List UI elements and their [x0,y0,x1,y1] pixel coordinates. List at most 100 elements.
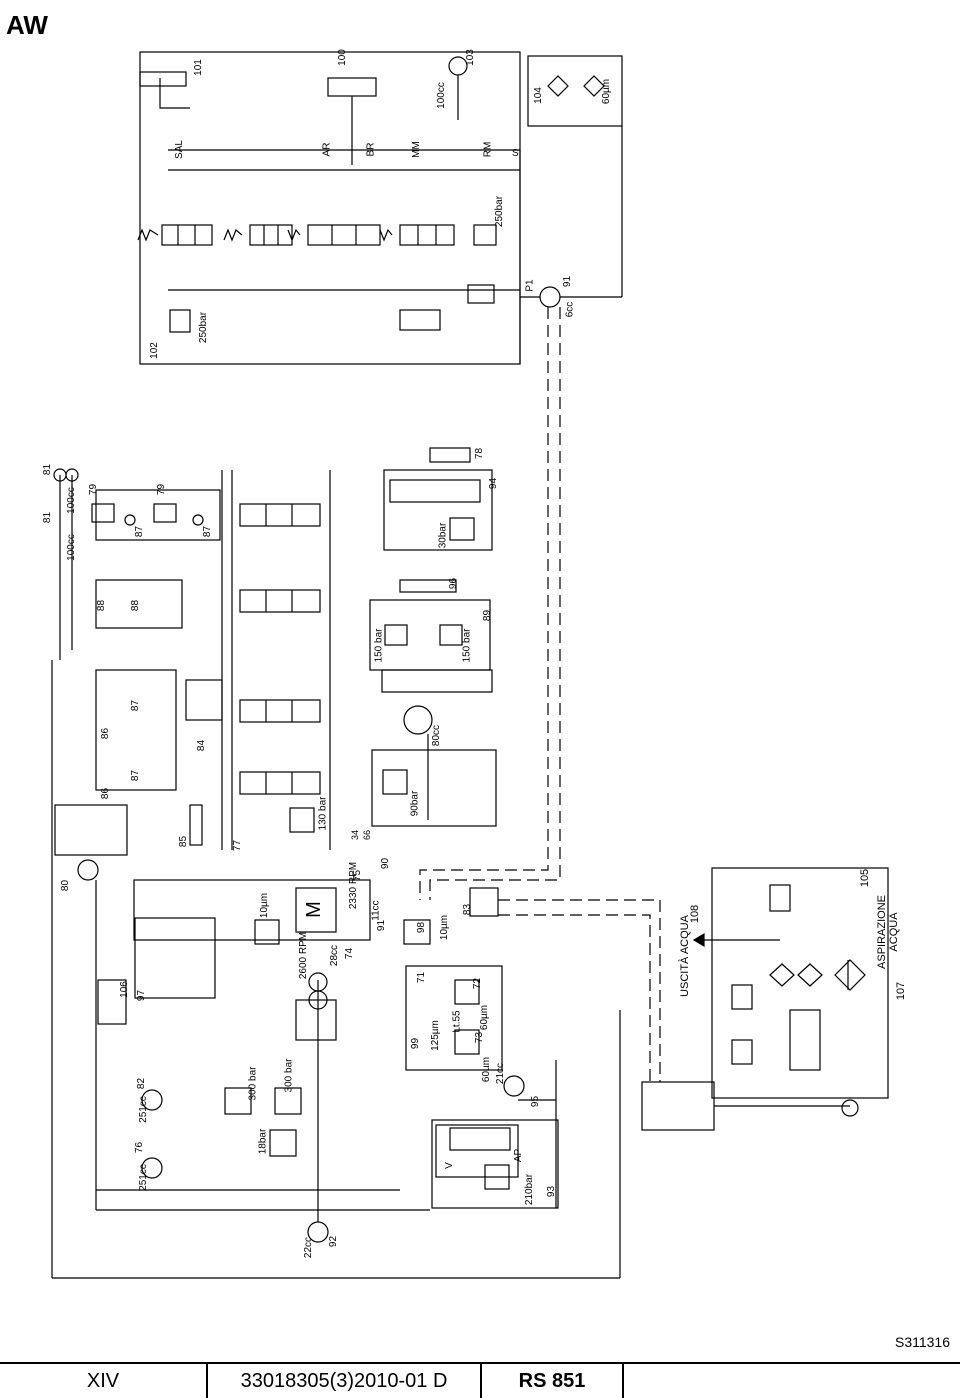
label-79-b: 79 [156,483,168,496]
label-10um-b: 10µm [259,892,271,919]
label-150bar-b: 150 bar [461,628,473,663]
label-90bar: 90bar [409,790,421,817]
label-71: 71 [416,971,428,984]
hydraulic-circuit [51,51,889,1279]
label-100cc-b: 100cc [65,534,77,561]
label-ap: AP [513,1148,525,1163]
relief-18bar [269,1129,297,1157]
label-22cc: 22cc [303,1236,315,1259]
label-87-d: 87 [130,769,142,782]
label-97: 97 [136,989,148,1002]
label-96: 96 [448,577,460,590]
water-frame [711,867,889,1099]
filter-box-104 [527,55,623,127]
block-106 [97,979,127,1025]
valve-mm [399,224,455,246]
label-87-c: 87 [130,699,142,712]
label-v: V [443,1162,455,1169]
label-210bar: 210bar [524,1173,536,1206]
label-34: 34 [350,829,361,841]
label-103: 103 [464,49,476,66]
label-30bar: 30bar [437,522,449,549]
valve-2 [249,224,293,246]
label-60um-b: 60µm [479,1004,491,1031]
label-74: 74 [344,947,356,960]
label-130bar: 130 bar [317,796,329,831]
label-300bar-a: 300 bar [247,1066,259,1101]
cooler-83 [469,887,499,917]
footer-doc: 33018305(3)2010-01 D [208,1364,482,1398]
label-250bar-b: 250bar [198,311,210,344]
label-60um-c: 60µm [481,1056,493,1083]
label-94: 94 [488,477,500,490]
label-uscita-acqua: USCITÀ ACQUA [679,915,691,997]
label-80: 80 [60,879,72,892]
label-100: 100 [336,49,348,66]
label-mm: MM [410,141,422,158]
label-78: 78 [474,447,486,460]
label-85: 85 [178,835,190,848]
label-250bar-a: 250bar [494,195,506,228]
dcv-v [449,1127,511,1151]
dcv-1 [239,503,321,527]
label-rpm-2330: 2330 RPM [348,861,360,910]
box-79-a [95,489,221,541]
footer-model: RS 851 [482,1364,624,1398]
label-s: S [512,148,519,159]
footer-page: XIV [0,1364,208,1398]
label-300bar-b: 300 bar [283,1058,295,1093]
label-81-b: 81 [42,511,54,524]
pump-water [789,1009,821,1071]
dcv-4 [239,771,321,795]
tank-lt55 [405,965,503,1071]
label-rpm-2600: 2600 RPM [298,931,310,980]
dcv-78 [389,479,481,503]
label-125um: 125µm [429,1020,441,1051]
filter-10um [254,919,280,945]
label-lt55: Lt.55 [451,1010,463,1033]
pump-251cc-a [141,1089,163,1111]
label-101: 101 [192,59,204,76]
label-84: 84 [196,739,208,752]
cylinder-96 [399,579,457,593]
relief-300bar-a [224,1087,252,1115]
label-102: 102 [148,342,160,359]
pump-21cc [503,1075,525,1097]
label-91-a: 91 [562,275,574,288]
dcv-89 [381,669,493,693]
label-aspirazione-acqua: ASPIRAZIONE ACQUA [876,895,900,969]
label-87-b: 87 [202,525,214,538]
label-28cc: 28cc [329,944,341,967]
label-86-a: 86 [100,727,112,740]
motor-80cc [403,705,433,735]
label-18bar: 18bar [257,1128,269,1155]
label-10um-a: 10µm [439,914,451,941]
relief-left-250bar [169,309,191,333]
label-251cc-a: 251cc [137,1096,149,1123]
label-rm: RM [482,141,494,158]
relief-210bar [484,1164,510,1190]
label-88-a: 88 [96,599,108,612]
relief-250bar [473,224,497,246]
label-108: 108 [689,904,702,924]
cylinder-101 [139,71,187,87]
box-88 [95,579,183,629]
label-6cc: 6cc [564,301,576,318]
valve-28cc [295,999,337,1041]
label-11cc: 11cc [370,900,382,921]
label-93: 93 [546,1185,558,1198]
label-88-b: 88 [130,599,142,612]
flow-control-p1 [467,284,495,304]
label-60um-a: 60µm [601,78,613,105]
label-150bar-a: 150 bar [373,628,385,663]
box-78-94 [383,469,493,551]
label-106: 106 [118,981,130,998]
relief-130bar [289,807,315,833]
valve-sal [161,224,213,246]
label-br: BR [365,142,377,157]
pump-91-6cc [539,286,561,308]
label-104: 104 [532,87,544,104]
pump-251cc-b [141,1157,163,1179]
dcv-3 [239,699,321,723]
